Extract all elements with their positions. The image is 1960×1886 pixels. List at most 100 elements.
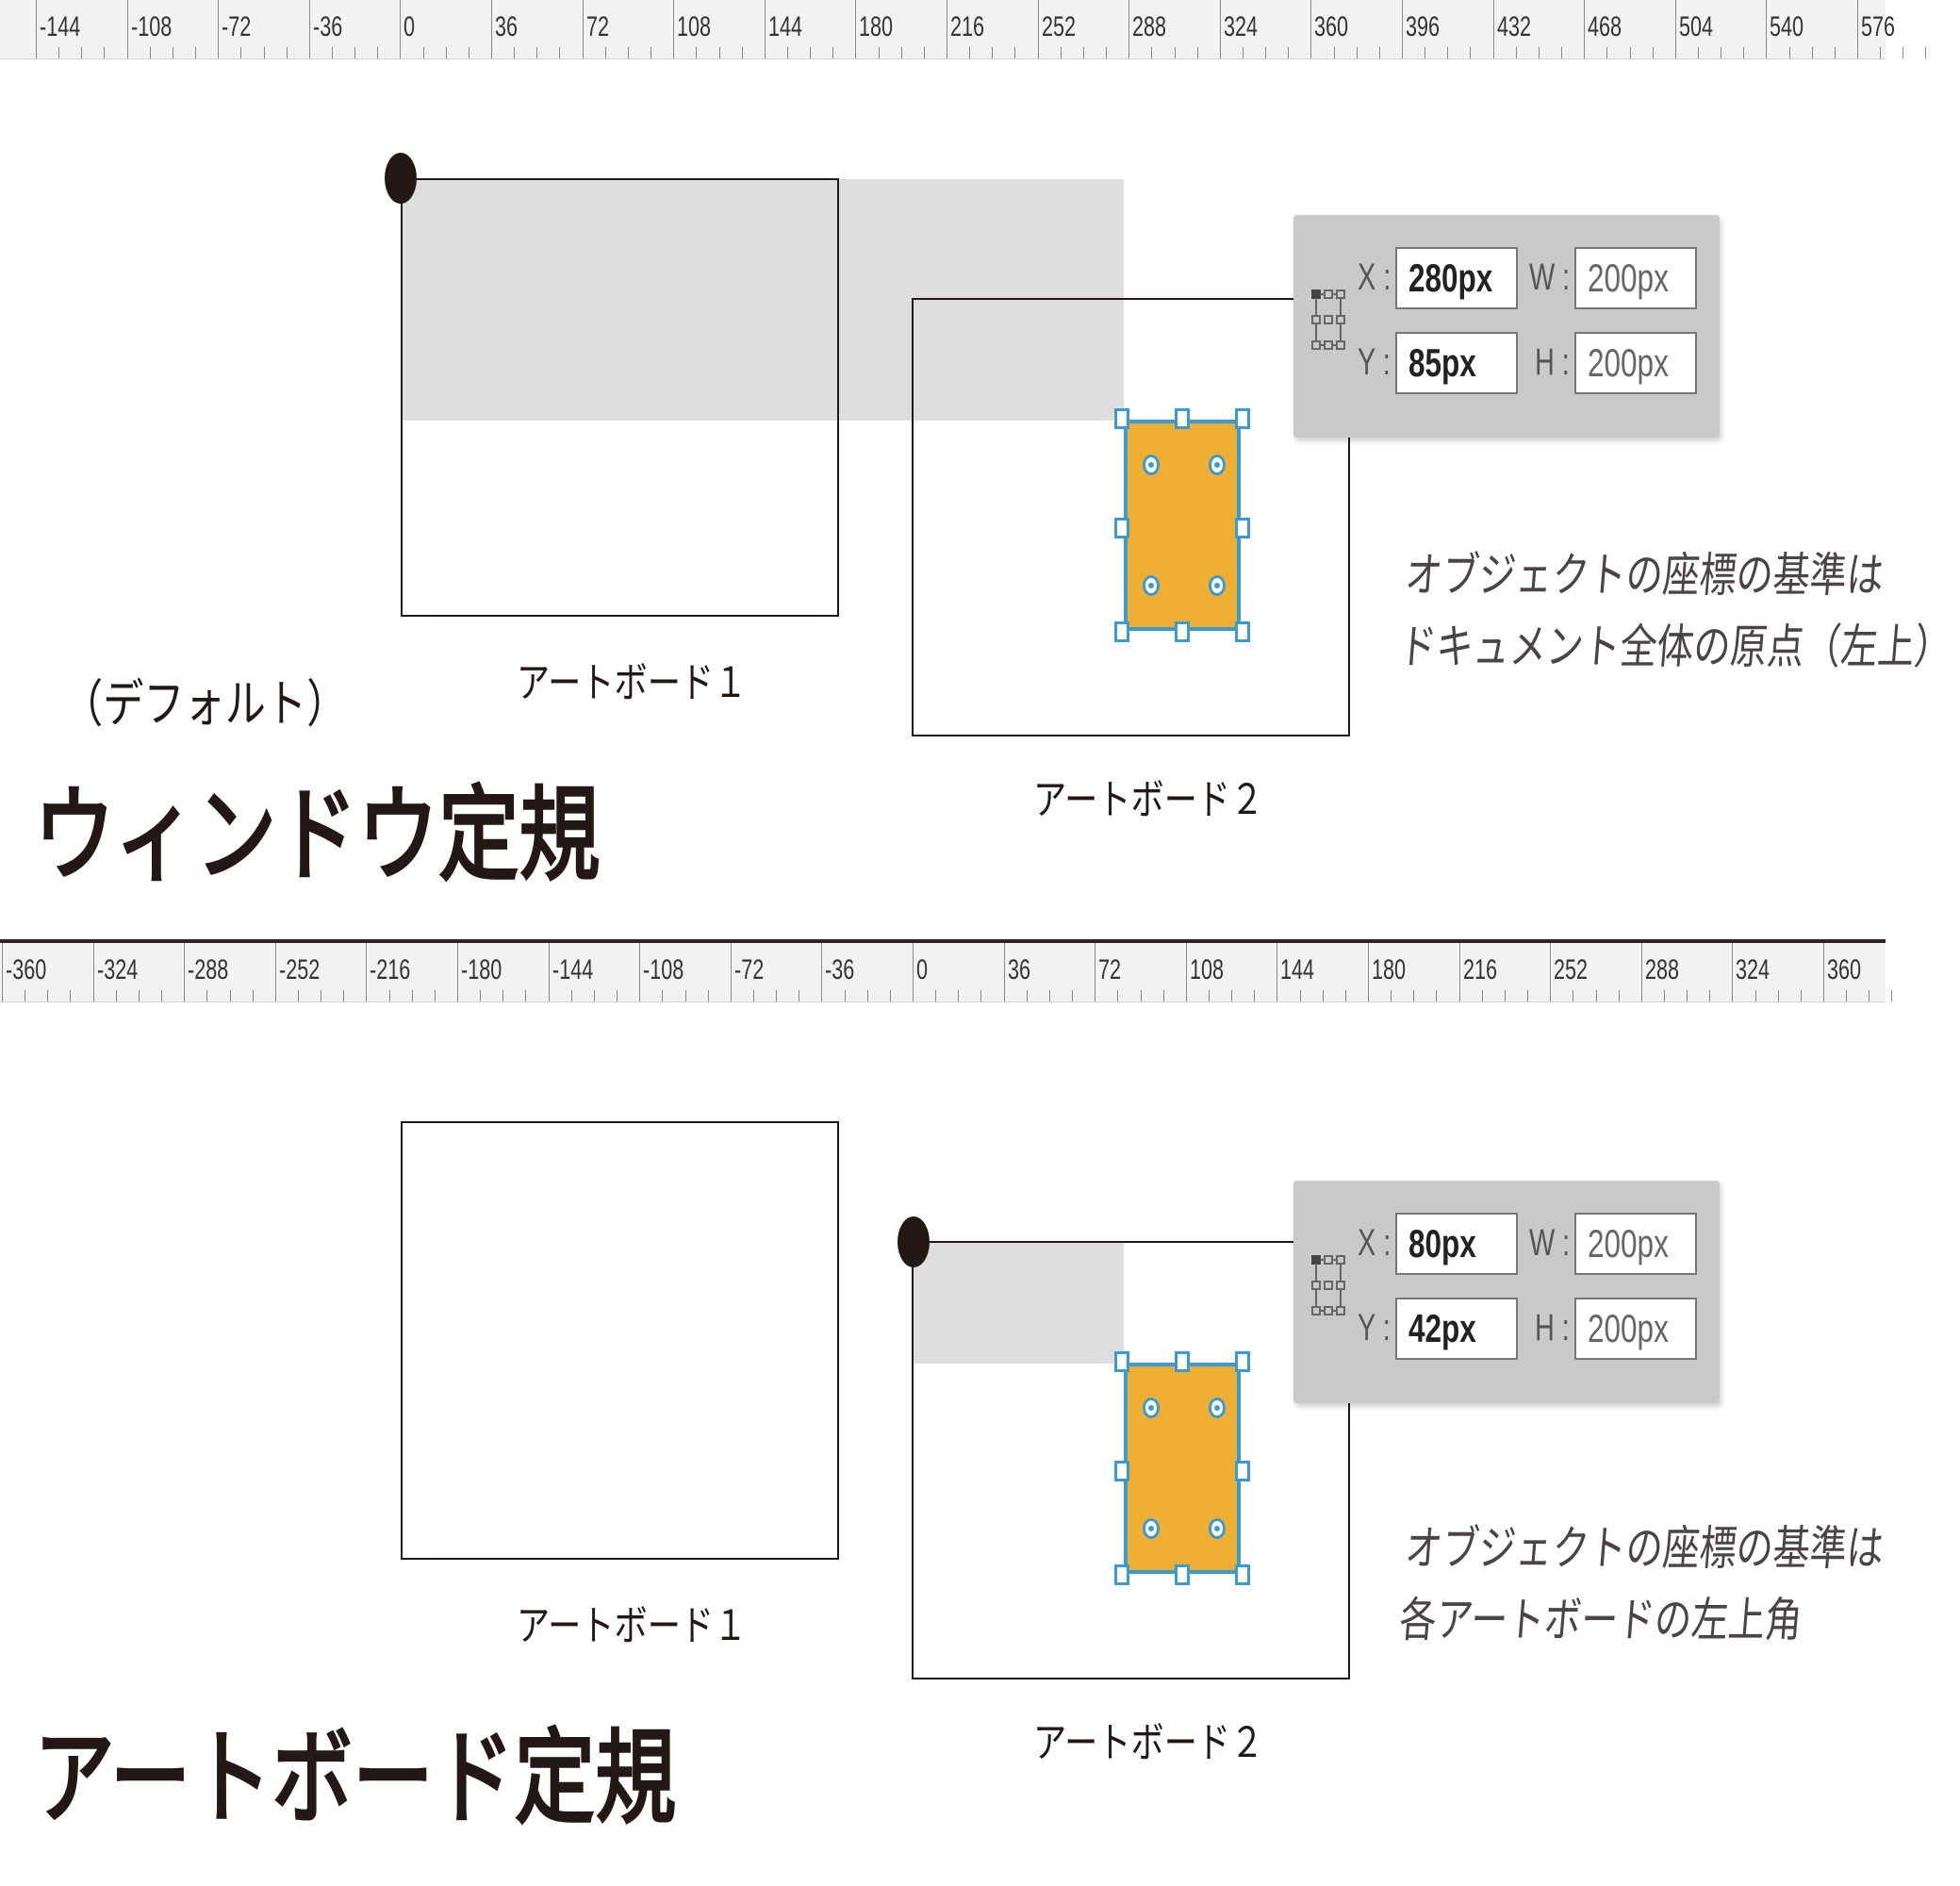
reference-point-icon[interactable] — [1310, 1254, 1346, 1316]
resize-handle[interactable] — [1175, 621, 1190, 642]
selected-object[interactable] — [1114, 408, 1250, 642]
corner-radius-widget[interactable] — [1143, 455, 1160, 475]
ruler-minor-tick — [1595, 990, 1597, 1001]
ruler-minor-tick — [1697, 47, 1699, 58]
artboard-1[interactable] — [401, 1121, 839, 1560]
ruler-minor-tick — [525, 990, 527, 1001]
ruler-major-tick — [730, 943, 732, 1001]
ruler-major-tick — [491, 0, 492, 58]
ruler-minor-tick — [1322, 990, 1324, 1001]
ruler-label: 108 — [677, 11, 712, 42]
resize-handle[interactable] — [1175, 408, 1190, 429]
ruler-minor-tick — [1140, 990, 1142, 1001]
w-label: W : — [1529, 1222, 1571, 1264]
artboard-1[interactable] — [401, 178, 839, 617]
ruler-minor-tick — [958, 990, 960, 1001]
ruler-minor-tick — [149, 47, 151, 58]
ruler-major-tick — [1219, 0, 1221, 58]
resize-handle[interactable] — [1114, 408, 1129, 429]
ruler-label: -360 — [6, 954, 47, 985]
resize-handle[interactable] — [1235, 1564, 1250, 1585]
coordinate-highlight — [913, 1243, 1124, 1364]
resize-handle[interactable] — [1235, 1351, 1250, 1372]
ruler-minor-tick — [47, 990, 49, 1001]
ruler-minor-tick — [810, 47, 812, 58]
ruler-minor-tick — [411, 990, 413, 1001]
ruler-minor-tick — [1538, 47, 1540, 58]
ruler-major-tick — [2, 943, 3, 1001]
corner-radius-widget[interactable] — [1209, 455, 1226, 475]
resize-handle[interactable] — [1175, 1564, 1190, 1585]
ruler-minor-tick — [1391, 990, 1392, 1001]
ruler-minor-tick — [992, 47, 994, 58]
ruler-major-tick — [218, 0, 220, 58]
ruler-minor-tick — [58, 47, 60, 58]
artboard-2[interactable] — [912, 298, 1350, 736]
resize-handle[interactable] — [1114, 1351, 1129, 1372]
handwritten-note: オブジェクトの座標の基準は 各アートボードの左上角 — [1397, 1513, 1886, 1656]
w-field[interactable]: 200px — [1574, 247, 1697, 309]
ruler-label: 504 — [1678, 11, 1713, 42]
corner-radius-widget[interactable] — [1143, 1398, 1160, 1418]
ruler-minor-tick — [388, 990, 390, 1001]
artboard-2[interactable] — [912, 1241, 1350, 1679]
resize-handle[interactable] — [1235, 408, 1250, 429]
ruler-minor-tick — [502, 990, 504, 1001]
ruler-minor-tick — [1481, 990, 1483, 1001]
resize-handle[interactable] — [1114, 518, 1129, 538]
ruler-major-tick — [548, 943, 550, 1001]
ruler-minor-tick — [900, 47, 902, 58]
y-field[interactable]: 85px — [1395, 332, 1518, 394]
corner-radius-widget[interactable] — [1209, 575, 1226, 596]
ruler-label: 288 — [1132, 11, 1167, 42]
ruler-minor-tick — [422, 47, 424, 58]
resize-handle[interactable] — [1175, 1351, 1190, 1372]
x-field[interactable]: 280px — [1395, 247, 1518, 309]
ruler-label: 180 — [859, 11, 894, 42]
ruler-label: 108 — [1189, 954, 1224, 985]
w-field[interactable]: 200px — [1574, 1213, 1697, 1275]
resize-handle[interactable] — [1235, 621, 1250, 642]
ruler-minor-tick — [297, 990, 299, 1001]
ruler-minor-tick — [1436, 990, 1438, 1001]
ruler-minor-tick — [1788, 47, 1790, 58]
corner-radius-widget[interactable] — [1143, 575, 1160, 596]
ruler-minor-tick — [81, 47, 83, 58]
h-field[interactable]: 200px — [1574, 332, 1697, 394]
ruler-minor-tick — [1663, 990, 1665, 1001]
reference-point-icon[interactable] — [1310, 289, 1346, 351]
ruler-minor-tick — [1800, 990, 1802, 1001]
corner-radius-widget[interactable] — [1143, 1518, 1160, 1539]
ruler-minor-tick — [889, 990, 891, 1001]
y-field[interactable]: 42px — [1395, 1298, 1518, 1360]
origin-marker-icon — [385, 153, 417, 204]
ruler-minor-tick — [1060, 47, 1062, 58]
ruler-label: -36 — [825, 954, 855, 985]
resize-handle[interactable] — [1235, 1461, 1250, 1481]
corner-radius-widget[interactable] — [1209, 1398, 1226, 1418]
resize-handle[interactable] — [1114, 621, 1129, 642]
ruler-label: -36 — [312, 11, 343, 42]
ruler-major-tick — [400, 0, 402, 58]
ruler-minor-tick — [1561, 47, 1563, 58]
ruler-major-tick — [1368, 943, 1369, 1001]
ruler-label: 360 — [1827, 954, 1862, 985]
ruler-minor-tick — [1231, 990, 1233, 1001]
artboard-2-label: アートボード２ — [1033, 776, 1264, 824]
ruler-label: -144 — [40, 11, 81, 42]
selected-object[interactable] — [1114, 1351, 1250, 1585]
h-field[interactable]: 200px — [1574, 1298, 1697, 1360]
resize-handle[interactable] — [1114, 1461, 1129, 1481]
ruler-minor-tick — [707, 990, 709, 1001]
corner-radius-widget[interactable] — [1209, 1518, 1226, 1539]
ruler-minor-tick — [252, 990, 254, 1001]
x-field[interactable]: 80px — [1395, 1213, 1518, 1275]
ruler-minor-tick — [1242, 47, 1244, 58]
ruler-minor-tick — [1527, 990, 1529, 1001]
resize-handle[interactable] — [1114, 1564, 1129, 1585]
ruler-major-tick — [1766, 0, 1768, 58]
ruler-minor-tick — [1344, 990, 1346, 1001]
resize-handle[interactable] — [1235, 518, 1250, 538]
